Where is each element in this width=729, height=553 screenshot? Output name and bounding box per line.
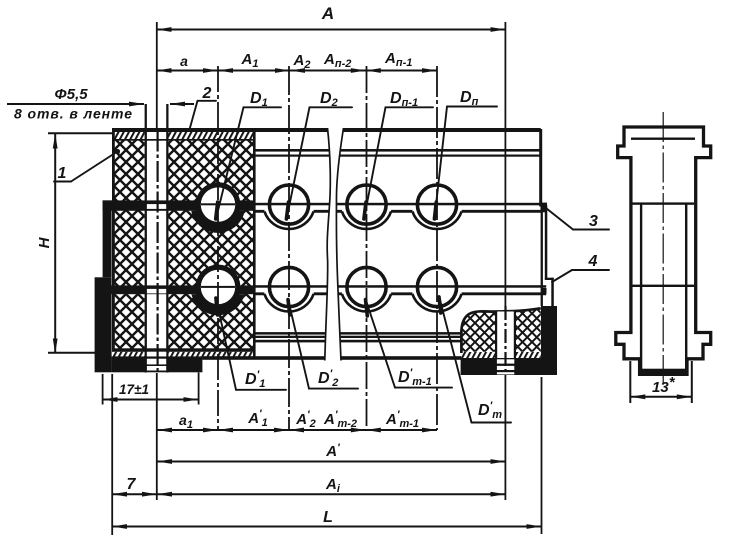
svg-text:2: 2 bbox=[202, 85, 212, 102]
svg-text:A: A bbox=[321, 4, 334, 23]
svg-text:Φ5,5: Φ5,5 bbox=[54, 86, 88, 103]
svg-text:L: L bbox=[323, 509, 333, 526]
svg-text:3: 3 bbox=[589, 213, 598, 230]
svg-text:17±1: 17±1 bbox=[119, 382, 149, 397]
svg-text:H: H bbox=[36, 236, 53, 248]
svg-text:1: 1 bbox=[58, 165, 67, 182]
svg-text:a: a bbox=[180, 53, 188, 69]
svg-text:7: 7 bbox=[127, 476, 137, 493]
svg-text:8 отв. в ленте: 8 отв. в ленте bbox=[14, 106, 132, 122]
svg-text:A': A' bbox=[325, 442, 340, 460]
svg-text:4: 4 bbox=[588, 253, 598, 270]
svg-text:13*: 13* bbox=[652, 374, 676, 396]
